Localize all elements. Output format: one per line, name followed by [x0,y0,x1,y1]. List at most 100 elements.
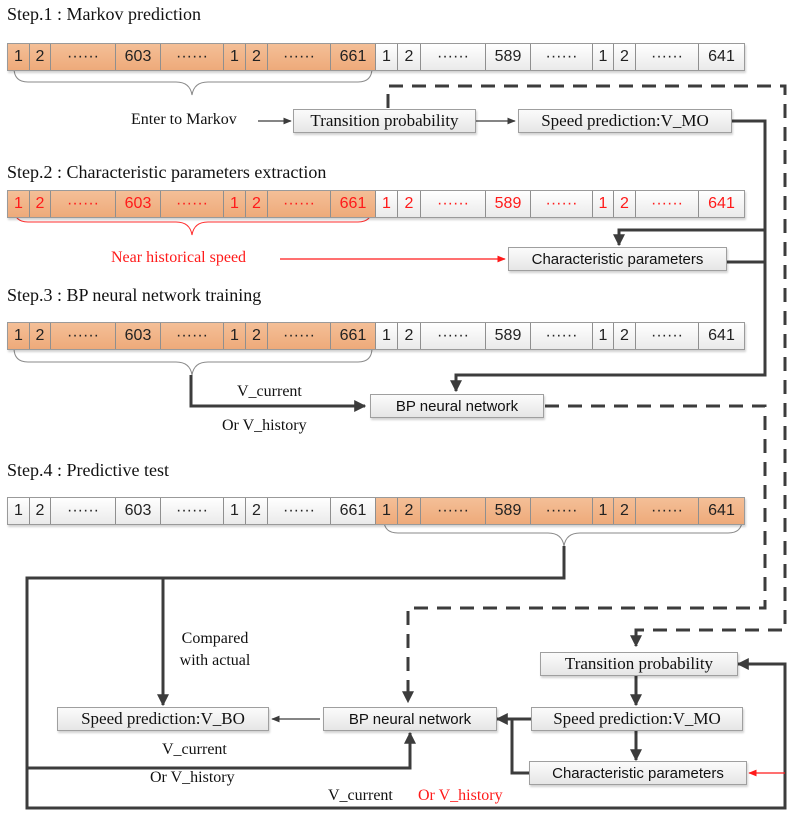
brace-step1 [13,67,373,96]
bp-neural-network-box: BP neural network [370,394,544,418]
sequence-cell: 589 [486,44,531,70]
sequence-cell: 641 [699,191,744,217]
compared-label-line1: Compared [181,630,249,647]
sequence-cell: 1 [376,191,398,217]
step4-title: Step.4 : Predictive test [7,460,169,480]
sequence-cell: 2 [614,323,636,349]
sequence-cell: 661 [331,498,376,524]
sequence-cell: 661 [331,44,376,70]
sequence-cell: 2 [30,498,51,524]
sequence-cell: ······ [161,323,224,349]
step2-title: Step.2 : Characteristic parameters extra… [7,162,327,182]
sequence-cell: ······ [161,498,224,524]
sequence-cell: ······ [636,44,699,70]
sequence-cell: 661 [331,191,376,217]
sequence-cell: 1 [8,44,30,70]
line-char4-to-bp4 [510,719,529,775]
line-vmo-to-bp [450,119,767,393]
sequence-cell: 1 [593,323,614,349]
transition-probability-box-step4: Transition probability [540,652,738,676]
sequence-cell: 1 [8,323,30,349]
sequence-cell: ······ [531,498,593,524]
sequence-cell: 1 [224,323,246,349]
or-v-history-label-step3: Or V_history [222,417,307,434]
sequence-cell: 2 [614,44,636,70]
v-current-label-step4-b: V_current [328,787,393,804]
sequence-cell: 1 [224,498,246,524]
sequence-cell: ······ [51,498,116,524]
sequence-cell: 2 [246,323,268,349]
sequence-cell: 1 [593,498,614,524]
sequence-cell: ······ [636,191,699,217]
sequence-cell: ······ [421,44,486,70]
sequence-cell: ······ [161,191,224,217]
sequence-cell: 2 [614,498,636,524]
sequence-cell: 1 [376,323,398,349]
sequence-cell: ······ [421,191,486,217]
characteristic-parameters-box-step4: Characteristic parameters [529,761,747,785]
sequence-cell: ······ [531,323,593,349]
sequence-cell: ······ [531,44,593,70]
sequence-cell: 589 [486,498,531,524]
compared-label-line2: with actual [179,652,251,669]
dashed-bp-link [402,404,767,704]
sequence-cell: 603 [116,323,161,349]
brace-step2 [13,207,373,236]
near-historical-speed-label: Near historical speed [111,249,247,266]
sequence-cell: 2 [30,44,51,70]
sequence-cell: 1 [8,191,30,217]
step3-title: Step.3 : BP neural network training [7,285,262,305]
speed-prediction-vbo-box: Speed prediction:V_BO [57,707,269,731]
sequence-cell: ······ [268,44,331,70]
sequence-cell: 1 [593,44,614,70]
sequence-cell: ······ [421,498,486,524]
sequence-cell: 603 [116,498,161,524]
sequence-cell: ······ [51,323,116,349]
line-branch-to-char [613,228,765,247]
sequence-cell: 603 [116,44,161,70]
bp-neural-network-box-step4: BP neural network [323,707,497,731]
sequence-cell: 2 [398,44,421,70]
sequence-cell: 1 [224,44,246,70]
sequence-cell: 2 [398,191,421,217]
sequence-cell: ······ [268,498,331,524]
sequence-cell: 1 [224,191,246,217]
sequence-cell: 2 [614,191,636,217]
speed-prediction-vmo-box-step4: Speed prediction:V_MO [531,707,743,731]
sequence-cell: 2 [246,498,268,524]
sequence-cell: 641 [699,323,744,349]
brace-step3 [13,347,373,376]
sequence-cell: 1 [8,498,30,524]
sequence-cell: ······ [421,323,486,349]
sequence-cell: 641 [699,44,744,70]
sequence-cell: ······ [268,191,331,217]
sequence-cell: 2 [30,191,51,217]
v-current-label-step4-a: V_current [162,741,227,758]
sequence-cell: 603 [116,191,161,217]
characteristic-parameters-box: Characteristic parameters [508,247,727,271]
sequence-cell: ······ [51,44,116,70]
sequence-cell: ······ [161,44,224,70]
sequence-cell: 589 [486,191,531,217]
line-step4-brace-to-left [25,546,787,810]
dashed-transition-link [386,84,787,648]
transition-probability-box: Transition probability [293,109,476,133]
sequence-cell: ······ [51,191,116,217]
sequence-cell: 1 [376,498,398,524]
v-current-label-step3: V_current [237,383,302,400]
sequence-cell: ······ [531,191,593,217]
sequence-cell: 1 [593,191,614,217]
sequence-cell: 2 [246,44,268,70]
arrow-vcurrent-to-bp4 [27,731,416,770]
arrow-vcurrent-to-bp [189,375,367,412]
or-v-history-label-step4-b: Or V_history [418,787,503,804]
sequence-cell: 2 [398,498,421,524]
sequence-cell: 2 [398,323,421,349]
enter-to-markov-label: Enter to Markov [131,111,237,128]
